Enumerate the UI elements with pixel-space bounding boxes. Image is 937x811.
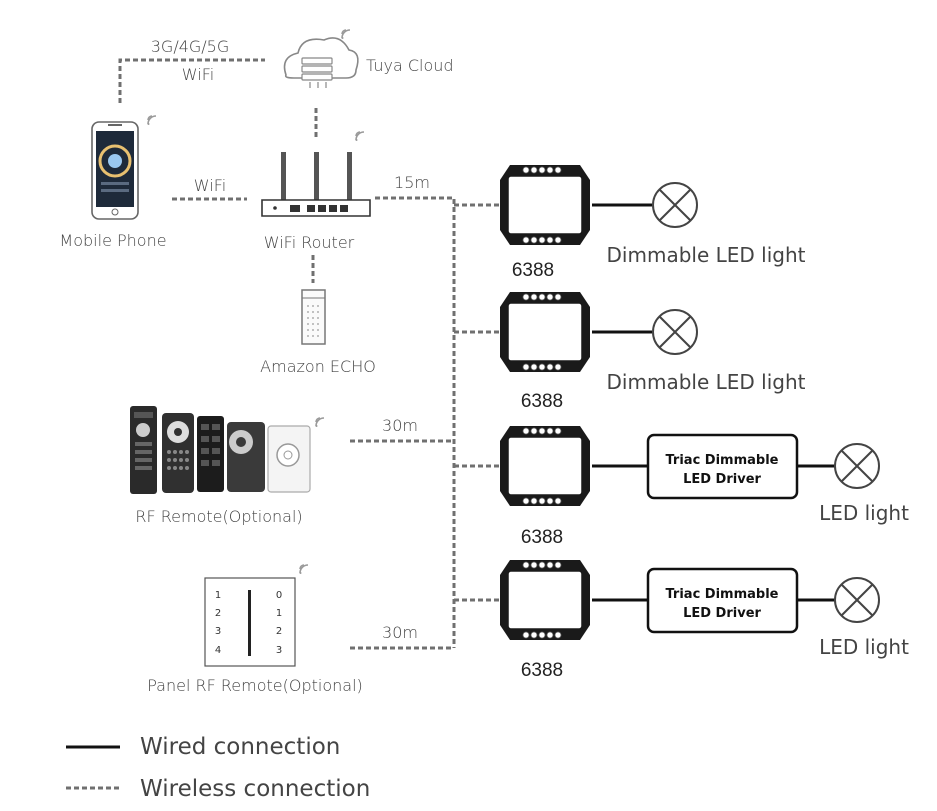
panel-zone-left: 1: [215, 590, 221, 601]
echo-label: Amazon ECHO: [260, 357, 376, 376]
panel-zone-right: 3: [276, 645, 282, 656]
led-light-icon: [652, 182, 698, 228]
phone-cloud-link: [118, 58, 265, 103]
device-model-label: 6388: [521, 660, 563, 681]
dimmer-6388-4: [499, 559, 591, 641]
router-label: WiFi Router: [264, 233, 355, 252]
device-model-label: 6388: [521, 527, 563, 548]
led-light-icon: [652, 309, 698, 355]
dimmer-6388-3: [499, 425, 591, 507]
driver-label-line1: Triac Dimmable: [665, 453, 778, 468]
mobile-phone-icon: [91, 115, 157, 220]
panel-zone-left: 2: [215, 608, 221, 619]
load-label: Dimmable LED light: [607, 243, 806, 267]
driver-label-line2: LED Driver: [683, 472, 761, 487]
cloud-wifi-label: WiFi: [182, 65, 214, 84]
range-router-label: 15m: [394, 173, 430, 192]
range-rf-remote-label: 30m: [382, 416, 418, 435]
load-label: Dimmable LED light: [607, 370, 806, 394]
led-light-icon: [834, 443, 880, 489]
cloud-label: Tuya Cloud: [366, 56, 454, 75]
panel-zone-right: 2: [276, 626, 282, 637]
panel-remote-icon: [204, 564, 309, 667]
panel-remote-label: Panel RF Remote(Optional): [147, 676, 363, 695]
router-trunk-line: [375, 196, 456, 648]
panel-zone-left: 4: [215, 645, 221, 656]
led-light-icon: [834, 577, 880, 623]
dimmer-6388-2: [499, 291, 591, 373]
led-driver-box: Triac Dimmable LED Driver: [646, 433, 799, 500]
dimmer-6388-1: [499, 164, 591, 246]
legend: Wired connection Wireless connection: [66, 734, 370, 802]
phone-wifi-label: WiFi: [194, 176, 226, 195]
device-model-label: 6388: [512, 260, 554, 281]
rf-remotes-icon: [130, 406, 325, 494]
wifi-router-icon: [261, 131, 371, 217]
load-label: LED light: [819, 501, 909, 525]
legend-wired-label: Wired connection: [140, 734, 340, 760]
phone-label: Mobile Phone: [59, 231, 166, 250]
panel-zone-left: 3: [215, 626, 221, 637]
panel-zones-right: 0 1 2 3: [276, 590, 282, 656]
cloud-server-icon: [283, 29, 359, 88]
device-model-label: 6388: [521, 391, 563, 412]
panel-zone-right: 0: [276, 590, 282, 601]
panel-zones-left: 1 2 3 4: [215, 590, 221, 656]
rf-remote-label: RF Remote(Optional): [135, 507, 302, 526]
legend-wireless-label: Wireless connection: [140, 776, 370, 802]
load-label: LED light: [819, 635, 909, 659]
amazon-echo-icon: [301, 289, 326, 345]
range-panel-label: 30m: [382, 623, 418, 642]
led-driver-box: Triac Dimmable LED Driver: [646, 567, 799, 634]
panel-zone-right: 1: [276, 608, 282, 619]
cellular-label: 3G/4G/5G: [151, 37, 230, 56]
wireless-links: [118, 58, 500, 650]
driver-label-line2: LED Driver: [683, 606, 761, 621]
driver-label-line1: Triac Dimmable: [665, 587, 778, 602]
